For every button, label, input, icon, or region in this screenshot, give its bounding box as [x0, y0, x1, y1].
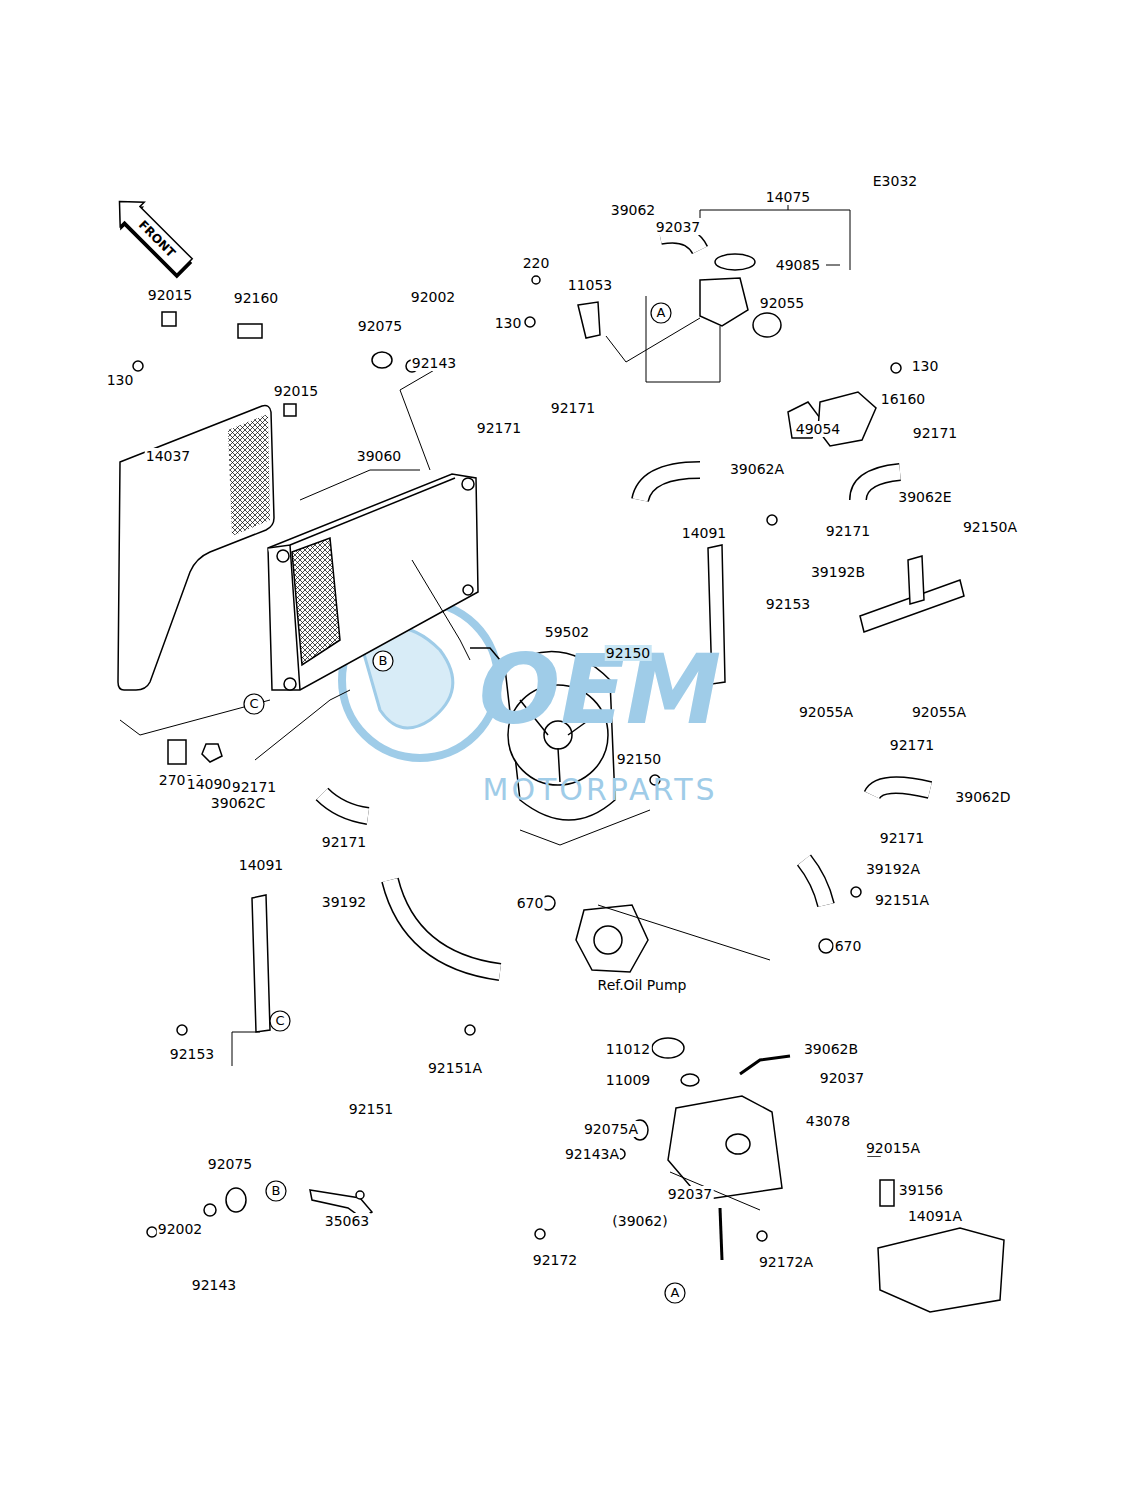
callout-number: 92153 [169, 1046, 216, 1062]
callout-number: 130 [106, 372, 135, 388]
callout-number: 92171 [912, 425, 959, 441]
reference-circle: A [664, 1282, 686, 1304]
callout-number: 92171 [825, 523, 872, 539]
callout-number: 39062E [897, 489, 952, 505]
callout-number: 92143 [191, 1277, 238, 1293]
callout-number: 14090 [186, 776, 233, 792]
callout-number: 39156 [898, 1182, 945, 1198]
callout-number: 16160 [880, 391, 927, 407]
callout-number: 92171 [231, 779, 278, 795]
callout-number: 92037 [655, 219, 702, 235]
reference-circle: C [269, 1010, 291, 1032]
diagram-code: E3032 [872, 173, 918, 189]
leader-lines [120, 205, 910, 1210]
callout-number: 11012 [605, 1041, 652, 1057]
callout-number: 92172A [758, 1254, 814, 1270]
callout-number: 39062A [729, 461, 785, 477]
callout-number: 92171 [550, 400, 597, 416]
watermark: OEM [478, 640, 723, 740]
callout-number: 14091 [238, 857, 285, 873]
callout-number: 39192 [321, 894, 368, 910]
callout-number: 39192B [810, 564, 866, 580]
callout-number: 11053 [567, 277, 614, 293]
callout-number: 14037 [145, 448, 192, 464]
callout-number: 92015 [273, 383, 320, 399]
callout-number: 670 [834, 938, 863, 954]
callout-number: 59502 [544, 624, 591, 640]
callout-number: Ref.Oil Pump [597, 977, 688, 993]
callout-number: 92172 [532, 1252, 579, 1268]
callout-number: 92153 [765, 596, 812, 612]
reference-letter: C [249, 697, 258, 711]
callout-number: 92037 [667, 1186, 714, 1202]
watermark: MOTORPARTS [481, 773, 718, 807]
callout-number: 11009 [605, 1072, 652, 1088]
callout-number: 92171 [879, 830, 926, 846]
callout-number: 220 [522, 255, 551, 271]
reference-letter: B [379, 654, 388, 668]
callout-number: 92002 [157, 1221, 204, 1237]
callout-number: 92002 [410, 289, 457, 305]
callout-number: (39062) [611, 1213, 668, 1229]
callout-number: 92037 [819, 1070, 866, 1086]
front-arrow: FRONT [107, 189, 196, 278]
callout-number: 39062 [610, 202, 657, 218]
hoses [322, 235, 930, 972]
callout-number: 43078 [805, 1113, 852, 1129]
reference-circle: C [243, 693, 265, 715]
callout-number: 35063 [324, 1213, 371, 1229]
callout-number: 92075A [583, 1121, 639, 1137]
callout-number: 130 [494, 315, 523, 331]
reference-circle: A [650, 302, 672, 324]
callout-number: 92171 [321, 834, 368, 850]
callout-number: 92015A [865, 1140, 921, 1156]
callout-number: 92055 [759, 295, 806, 311]
callout-number: 92015 [147, 287, 194, 303]
callout-number: 92075 [357, 318, 404, 334]
callout-number: 92055A [911, 704, 967, 720]
callout-number: 49054 [795, 421, 842, 437]
direction-label: FRONT [136, 218, 178, 260]
callout-number: 92075 [207, 1156, 254, 1172]
callout-number: 130 [911, 358, 940, 374]
callout-number: 92171 [476, 420, 523, 436]
callout-number: 670 [516, 895, 545, 911]
callout-number: 39060 [356, 448, 403, 464]
callout-number: 39192A [865, 861, 921, 877]
callout-number: 92143 [411, 355, 458, 371]
callout-number: 92150 [616, 751, 663, 767]
callout-number: 14075 [765, 189, 812, 205]
callout-number: 49085 [775, 257, 822, 273]
reference-letter: C [275, 1014, 284, 1028]
callout-number: 92151A [874, 892, 930, 908]
reference-letter: B [272, 1184, 281, 1198]
callout-number: 39062D [954, 789, 1011, 805]
reference-letter: A [671, 1286, 680, 1300]
small-hoses [720, 1056, 790, 1260]
parts [118, 254, 1004, 1312]
callout-number: 14091 [681, 525, 728, 541]
callout-number: 92171 [889, 737, 936, 753]
reference-circle: B [372, 650, 394, 672]
reference-circle: B [265, 1180, 287, 1202]
callout-number: 92150 [605, 645, 652, 661]
callout-number: 39062C [210, 795, 266, 811]
callout-number: 92055A [798, 704, 854, 720]
callout-number: 14091A [907, 1208, 963, 1224]
callout-number: 92160 [233, 290, 280, 306]
callout-number: 92151 [348, 1101, 395, 1117]
callout-number: 39062B [803, 1041, 859, 1057]
reference-letter: A [657, 306, 666, 320]
callout-number: 92150A [962, 519, 1018, 535]
callout-number: 92151A [427, 1060, 483, 1076]
callout-number: 92143A [564, 1146, 620, 1162]
